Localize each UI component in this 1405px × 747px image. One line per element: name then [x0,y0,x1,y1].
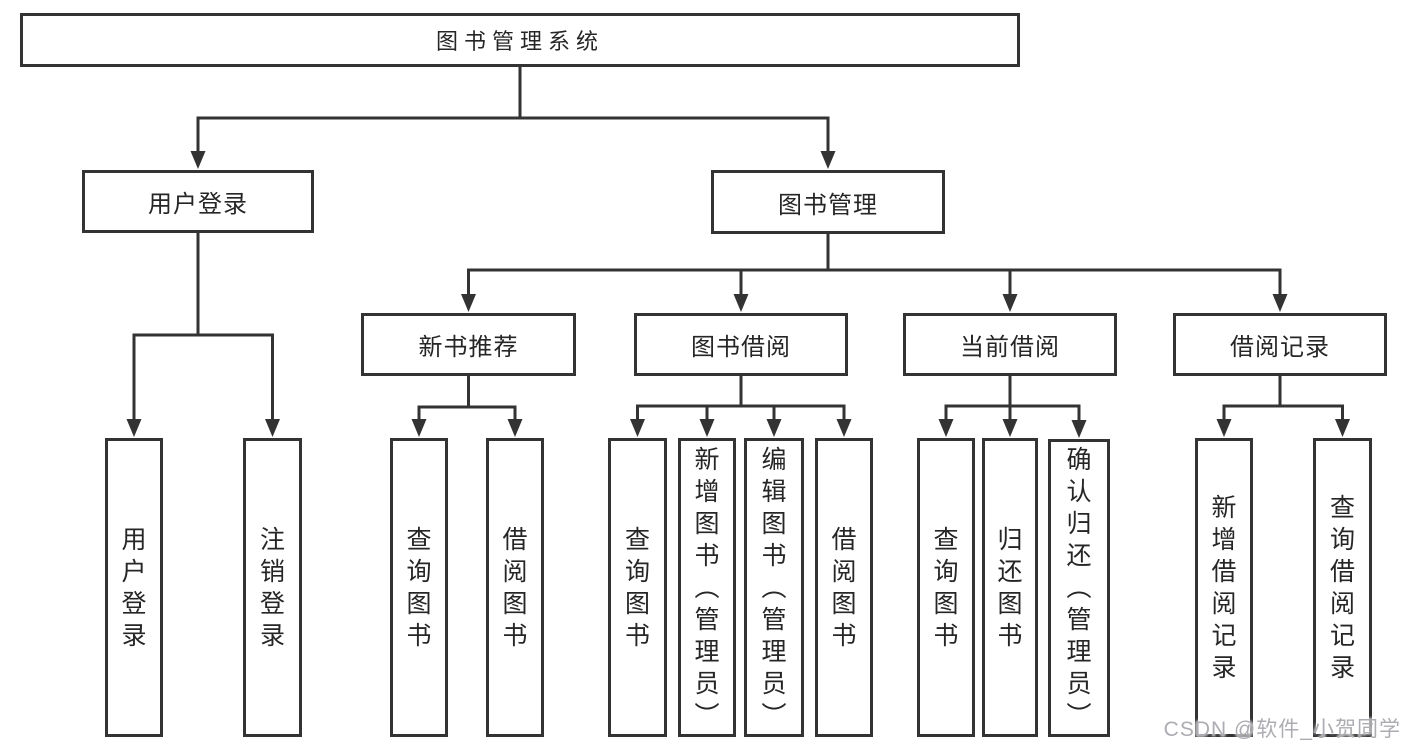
node-borrow-1-char: 查 [624,525,650,554]
node-records-1-char: 借 [1211,557,1237,586]
node-rec-2: 借阅图书 [486,438,544,737]
node-borrow-1-char: 图 [624,589,650,618]
node-rec-2-char: 阅 [502,557,528,586]
node-login-2-char: 注 [259,525,285,554]
node-borrow-3-char: 理 [761,637,787,666]
node-borrow-3: 编辑图书 ︵ 管理员 ︶ [744,438,804,737]
watermark: CSDN @软件_小贺同学 [1163,718,1401,741]
node-rec-2-char: 书 [502,621,528,650]
node-current-3: 确认归还 ︵ 管理员 ︶ [1048,439,1110,737]
node-login-1-char: 户 [121,557,147,586]
node-rec-1-char: 询 [406,557,432,586]
node-login-1: 用户登录 [105,438,163,737]
node-current-1-char: 查 [933,525,959,554]
node-borrow-1-char: 书 [624,621,650,650]
node-records-1-char: 阅 [1211,589,1237,618]
node-records-1-char: 录 [1211,653,1237,682]
node-records-1-char: 记 [1211,621,1237,650]
node-records-2-char: 借 [1329,557,1355,586]
node-borrow-2: 新增图书 ︵ 管理员 ︶ [678,438,736,737]
node-current-3-char: 员 [1066,670,1092,698]
node-current-3-char: 确 [1066,446,1092,474]
node-borrow-3-char: 员 [761,669,787,698]
node-borrow-2-char: ︵ [694,573,720,602]
node-root: 图书管理系统 [20,13,1020,67]
node-records-1-char: 增 [1211,525,1237,554]
node-login-1-char: 登 [121,589,147,618]
node-records-2-char: 询 [1329,525,1355,554]
node-current-2: 归还图书 [982,438,1038,737]
node-current-3-char: 管 [1066,606,1092,634]
node-mgmt: 图书管理 [711,170,945,234]
node-current-2-char: 图 [997,589,1023,618]
node-borrow-3-char: 辑 [761,477,787,506]
node-borrow-2-char: 新 [694,445,720,474]
node-login-2: 注销登录 [243,438,302,737]
node-current-3-char: ︵ [1066,574,1092,602]
node-borrow-1: 查询图书 [608,438,667,737]
node-rec-1-char: 图 [406,589,432,618]
node-borrow-3-char: 书 [761,541,787,570]
node-rec-2-char: 借 [502,525,528,554]
node-current-3-char: 理 [1066,638,1092,666]
node-records-2-char: 录 [1329,653,1355,682]
node-borrow-2-char: ︶ [694,701,720,730]
node-current-3-char: 归 [1066,510,1092,538]
node-borrow-3-char: 图 [761,509,787,538]
node-current-1-char: 图 [933,589,959,618]
node-borrow-1-char: 询 [624,557,650,586]
node-login-1-char: 用 [121,525,147,554]
node-rec: 新书推荐 [361,313,576,376]
node-rec-1: 查询图书 [390,438,448,737]
node-login-2-char: 录 [259,621,285,650]
node-borrow-2-char: 员 [694,669,720,698]
node-borrow-2-char: 书 [694,541,720,570]
node-borrow-3-char: 编 [761,445,787,474]
node-current-1-char: 书 [933,621,959,650]
node-borrow-2-char: 理 [694,637,720,666]
node-borrow-3-char: 管 [761,605,787,634]
node-login-2-char: 销 [259,557,285,586]
node-records-2-char: 查 [1329,493,1355,522]
node-current-2-char: 归 [997,525,1023,554]
node-current-2-char: 还 [997,557,1023,586]
node-rec-1-char: 书 [406,621,432,650]
node-borrow-2-char: 图 [694,509,720,538]
node-login-2-char: 登 [259,589,285,618]
node-borrow-3-char: ︶ [761,701,787,730]
node-login-1-char: 录 [121,621,147,650]
node-current-3-char: 认 [1066,478,1092,506]
node-current-2-char: 书 [997,621,1023,650]
node-records: 借阅记录 [1173,313,1387,376]
node-login: 用户登录 [82,170,314,233]
node-borrow-4-char: 借 [831,525,857,554]
node-current-3-char: 还 [1066,542,1092,570]
node-borrow-4-char: 阅 [831,557,857,586]
node-rec-2-char: 图 [502,589,528,618]
node-rec-1-char: 查 [406,525,432,554]
node-borrow-4-char: 图 [831,589,857,618]
node-records-2: 查询借阅记录 [1313,438,1372,737]
node-borrow-2-char: 增 [694,477,720,506]
node-current: 当前借阅 [903,313,1117,376]
node-records-2-char: 阅 [1329,589,1355,618]
node-records-1: 新增借阅记录 [1195,438,1253,737]
node-borrow-3-char: ︵ [761,573,787,602]
node-current-3-char: ︶ [1066,702,1092,730]
node-records-2-char: 记 [1329,621,1355,650]
node-current-1: 查询图书 [917,438,975,737]
node-borrow: 图书借阅 [634,313,848,376]
node-borrow-4: 借阅图书 [815,438,873,737]
node-borrow-4-char: 书 [831,621,857,650]
node-records-1-char: 新 [1211,493,1237,522]
node-borrow-2-char: 管 [694,605,720,634]
node-current-1-char: 询 [933,557,959,586]
